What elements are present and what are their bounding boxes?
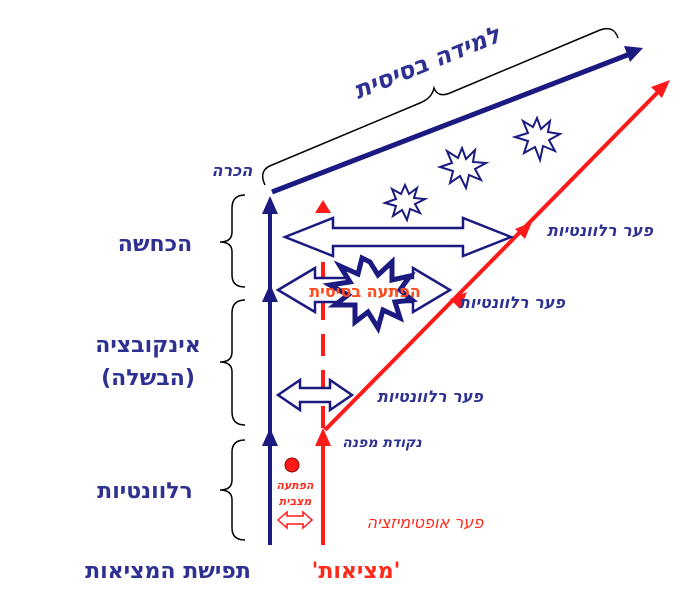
relevance-gap-double-arrow-top <box>281 216 515 258</box>
reality-label: 'מציאות' <box>312 559 401 584</box>
optimization-gap-label: פער אופטימיזציה <box>367 513 485 532</box>
perception-of-reality-label: תפישת המציאות <box>85 559 251 584</box>
basic-learning-arrowhead <box>624 46 643 62</box>
star-icon <box>511 115 564 164</box>
relevance-gap-label-middle: פער רלוונטיות <box>459 293 565 312</box>
recognition-label: הכרה <box>212 161 253 180</box>
basic-surprise-label: הפתעה בסיסית <box>309 282 421 301</box>
perception-arrowhead-low <box>262 428 278 446</box>
maturation-label: (הבשלה) <box>101 366 195 391</box>
relevance-gap-label-bottom: פער רלוונטיות <box>377 387 483 406</box>
relevance-label: רלוונטיות <box>97 479 193 504</box>
reality-arrowhead <box>315 428 331 446</box>
relevance-brace <box>219 439 246 541</box>
perception-arrowhead-mid <box>262 284 278 302</box>
situational-surprise-double-arrow <box>276 510 314 530</box>
relevance-gap-label-top: פער רלוונטיות <box>547 221 653 240</box>
incubation-label: אינקובציה <box>95 333 201 358</box>
basic-learning-line <box>271 51 631 195</box>
incubation-brace <box>219 299 246 426</box>
learning-brace <box>261 27 619 186</box>
basic-learning-label: למידה בסיסית <box>350 20 506 105</box>
situational-surprise-label-2: מצבית <box>279 495 313 508</box>
turning-point-label: נקודת מפנה <box>342 435 422 451</box>
denial-brace <box>219 194 246 288</box>
reality-diagonal-arrow-low <box>450 292 467 309</box>
star-icon <box>436 145 490 191</box>
explosion-icon <box>322 254 419 335</box>
situational-surprise-dot <box>284 457 300 473</box>
denial-label: הכחשה <box>118 232 193 257</box>
perception-arrowhead-top <box>262 196 278 214</box>
relevance-gap-double-arrow-bottom <box>275 377 355 413</box>
reality-dashed-arrowhead <box>315 200 331 213</box>
reality-diagonal-line <box>323 88 662 432</box>
star-icon <box>381 182 429 223</box>
situational-surprise-label-1: הפתעה <box>276 479 314 492</box>
reality-diagonal-arrow-mid <box>515 222 532 239</box>
reality-diagonal-arrowhead <box>651 80 670 98</box>
